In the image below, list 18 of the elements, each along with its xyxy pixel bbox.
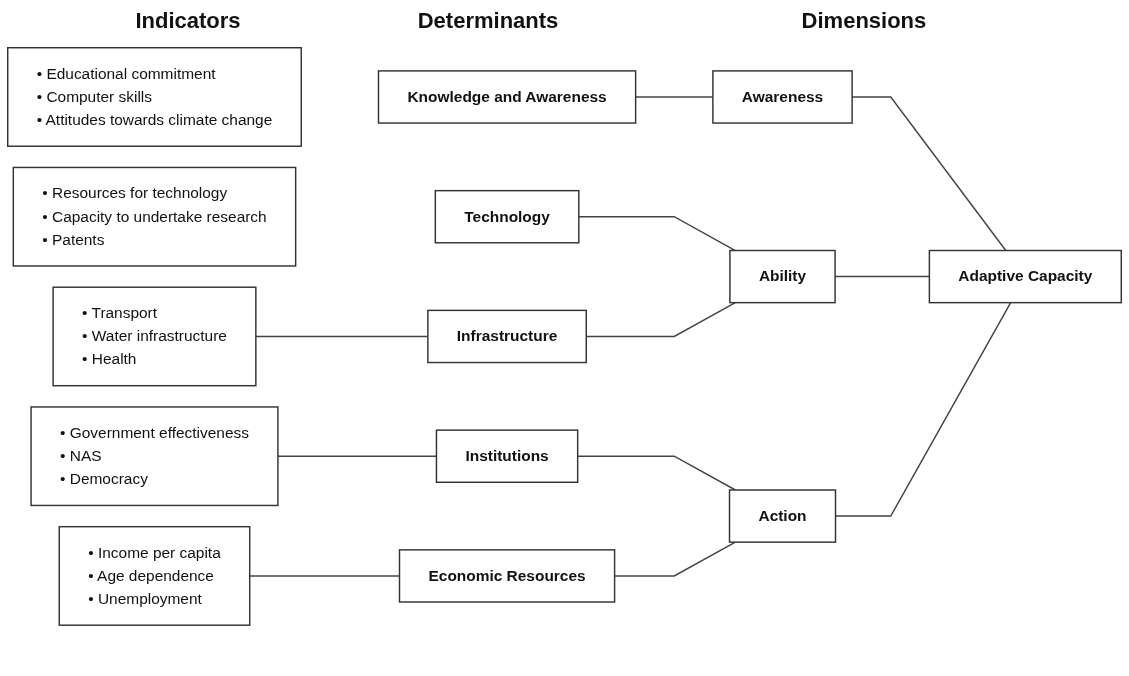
node-box: Institutions	[435, 429, 579, 483]
column-heading: Indicators	[135, 8, 241, 34]
node-box: • Resources for technology • Capacity to undertake research • Patents	[12, 166, 297, 267]
node-box: Infrastructure	[427, 309, 587, 364]
node-box: Technology	[434, 189, 580, 244]
node-box: • Income per capita • Age dependence • Unemployment	[58, 525, 251, 626]
node-box: Ability	[729, 249, 836, 304]
node-box: • Government effectiveness • NAS • Democracy	[30, 406, 279, 507]
connector	[578, 216, 737, 252]
node-box: Adaptive Capacity	[928, 249, 1122, 304]
column-heading: Determinants	[417, 8, 559, 34]
node-box: • Transport • Water infrastructure • Health	[52, 286, 257, 387]
column-heading: Dimensions	[801, 8, 927, 34]
node-box: • Educational commitment • Computer skills • Attitudes towards climate change	[7, 47, 302, 147]
node-box: Economic Resources	[398, 549, 616, 603]
node-box: Action	[728, 489, 837, 543]
node-box: Awareness	[712, 70, 853, 124]
node-box: Knowledge and Awareness	[377, 70, 637, 124]
